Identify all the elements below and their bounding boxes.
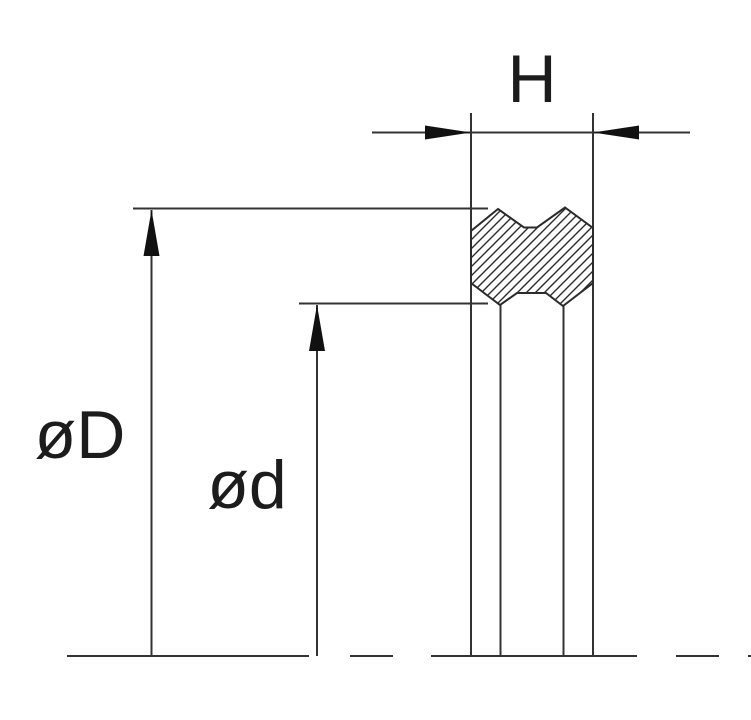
inner-diameter-label: ød — [207, 447, 286, 523]
h-arrow-left-icon — [425, 125, 471, 140]
outer-diameter-arrow-icon — [143, 210, 160, 256]
h-dimension: H — [372, 41, 690, 656]
inner-diameter-dimension: ød — [207, 302, 488, 656]
seal-cross-section — [470, 206, 594, 308]
projection-lines — [499, 305, 565, 656]
inner-diameter-arrow-icon — [309, 305, 325, 351]
outer-diameter-label: øD — [35, 397, 126, 473]
outer-diameter-dimension: øD — [35, 207, 488, 656]
h-dimension-label: H — [507, 41, 556, 117]
h-arrow-right-icon — [593, 125, 639, 140]
